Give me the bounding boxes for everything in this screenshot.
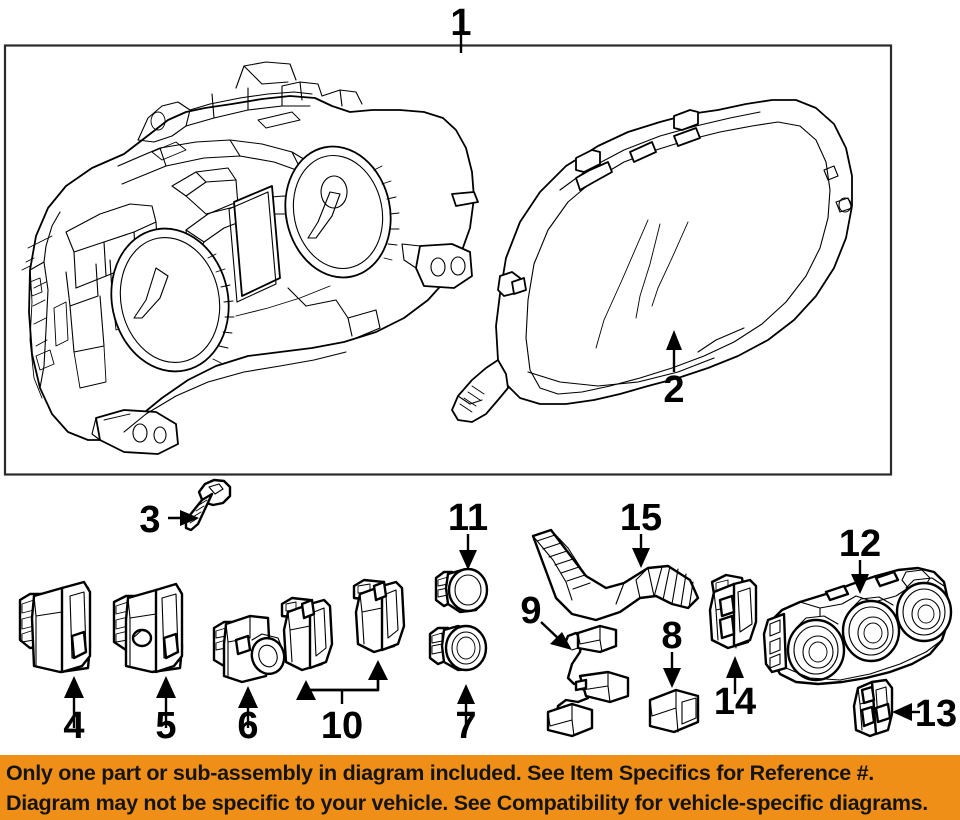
callout-9-label: 9 bbox=[520, 590, 541, 632]
callout-3: 3 bbox=[139, 499, 199, 541]
callout-8-label: 8 bbox=[661, 615, 682, 657]
callout-6-label: 6 bbox=[237, 705, 258, 747]
part-dash-switch-medium bbox=[112, 582, 184, 674]
callout-1: 1 bbox=[450, 2, 472, 53]
part-switch-pair-bracket bbox=[280, 578, 406, 704]
callout-11-label: 11 bbox=[448, 497, 488, 539]
part-mounting-screw bbox=[184, 478, 232, 532]
callout-2-label: 2 bbox=[663, 369, 684, 411]
callout-8: 8 bbox=[661, 615, 683, 688]
part-heater-ac-control-unit bbox=[762, 566, 953, 686]
part-control-connector-left bbox=[708, 573, 758, 650]
disclaimer-line-1: Only one part or sub-assembly in diagram… bbox=[6, 761, 874, 785]
callout-5: 5 bbox=[155, 676, 177, 747]
callout-10: 10 bbox=[321, 705, 363, 747]
right-gauge-ticks bbox=[373, 165, 400, 261]
left-gauge-ticks bbox=[207, 253, 235, 364]
callout-1-label: 1 bbox=[450, 2, 471, 44]
callout-13-label: 13 bbox=[915, 693, 957, 735]
callout-14-label: 14 bbox=[714, 681, 756, 723]
part-relay-block bbox=[648, 688, 700, 734]
callout-12-label: 12 bbox=[839, 523, 881, 565]
part-round-knob-switch-upper bbox=[434, 567, 489, 614]
part-control-connector-right bbox=[852, 678, 894, 738]
part-dash-switch-large bbox=[18, 580, 92, 674]
part-dash-switch-small bbox=[212, 614, 286, 684]
callout-5-label: 5 bbox=[155, 705, 176, 747]
part-cluster-lens-cover bbox=[451, 99, 853, 423]
part-round-knob-switch-lower bbox=[428, 624, 488, 672]
callout-15-label: 15 bbox=[620, 497, 662, 539]
hose-ribs-upper bbox=[536, 534, 591, 590]
part-wiring-harness-connector bbox=[546, 624, 630, 738]
disclaimer-banner: Only one part or sub-assembly in diagram… bbox=[0, 755, 960, 820]
callout-4: 4 bbox=[63, 676, 85, 747]
callout-14: 14 bbox=[714, 656, 756, 723]
callout-15: 15 bbox=[620, 497, 662, 568]
callout-10-label: 10 bbox=[321, 705, 363, 747]
callout-12: 12 bbox=[839, 523, 881, 594]
callout-7: 7 bbox=[455, 684, 477, 747]
callout-2: 2 bbox=[663, 330, 685, 411]
part-defroster-duct-hose bbox=[531, 528, 700, 622]
callout-13: 13 bbox=[892, 693, 957, 735]
callout-6: 6 bbox=[237, 686, 259, 747]
callout-7-label: 7 bbox=[455, 705, 476, 747]
part-instrument-cluster-assembly bbox=[21, 61, 479, 455]
disclaimer-line-2: Diagram may not be specific to your vehi… bbox=[6, 791, 928, 815]
callout-11: 11 bbox=[448, 497, 488, 570]
callout-9: 9 bbox=[520, 590, 572, 650]
callout-4-label: 4 bbox=[63, 705, 84, 747]
hose-ribs-lower bbox=[653, 565, 694, 609]
callout-3-label: 3 bbox=[139, 499, 160, 541]
